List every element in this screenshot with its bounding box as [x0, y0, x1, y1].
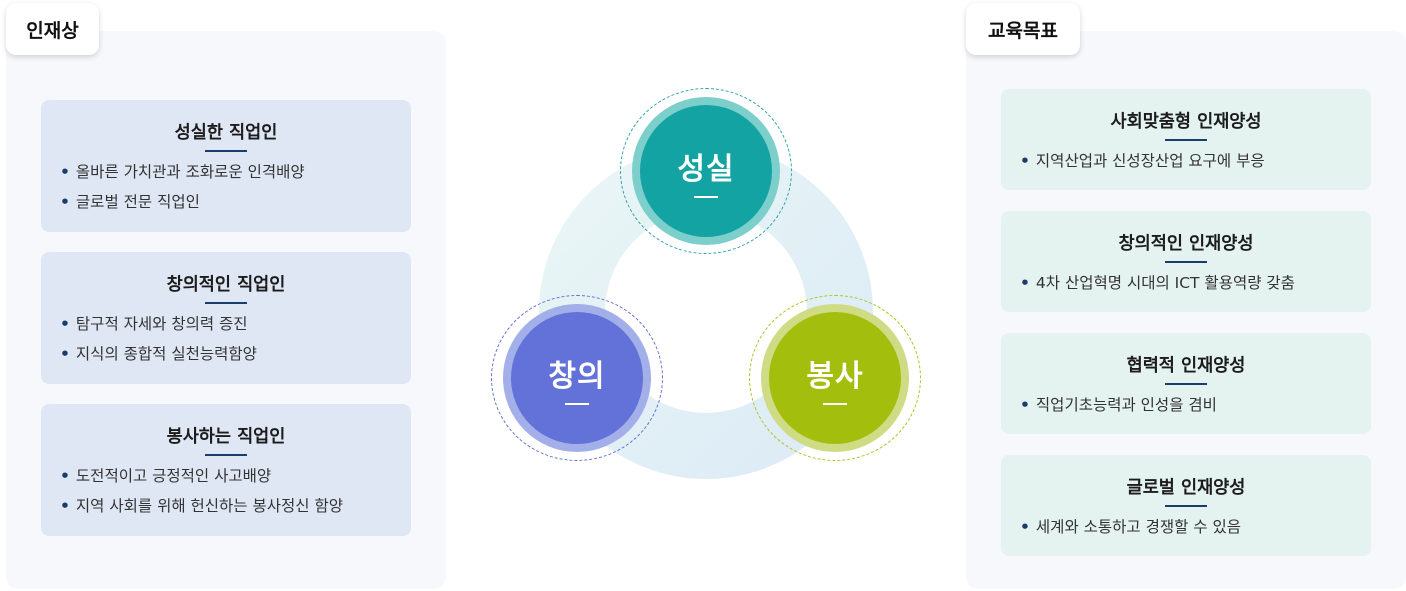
bullet-item: •올바른 가치관과 조화로운 인격배양 — [60, 163, 305, 181]
title-underline — [1165, 505, 1207, 507]
bullet-item: •도전적이고 긍정적인 사고배양 — [60, 467, 272, 485]
goal-card-creative: 창의적인 인재양성 •4차 산업혁명 시대의 ICT 활용역량 갖춤 — [1001, 211, 1371, 312]
card-title: 사회맞춤형 인재양성 — [1110, 112, 1262, 132]
card-title: 봉사하는 직업인 — [166, 427, 286, 447]
node-label: 성실 — [677, 152, 735, 187]
dashed-outline — [620, 88, 792, 254]
title-underline — [1165, 383, 1207, 385]
title-underline — [205, 150, 247, 152]
bullet-item: •세계와 소통하고 경쟁할 수 있음 — [1020, 518, 1242, 536]
node-label: 봉사 — [806, 359, 864, 394]
value-node-creativity[interactable]: 창의 — [491, 295, 663, 461]
card-title: 성실한 직업인 — [174, 123, 278, 143]
dashed-outline — [749, 295, 921, 461]
bullet-item: •지식의 종합적 실천능력함양 — [60, 345, 257, 363]
talent-card-service: 봉사하는 직업인 •도전적이고 긍정적인 사고배양 •지역 사회를 위해 헌신하… — [41, 404, 411, 536]
goal-card-global: 글로벌 인재양성 •세계와 소통하고 경쟁할 수 있음 — [1001, 455, 1371, 556]
node-label: 창의 — [548, 359, 606, 394]
education-goal-tab[interactable]: 교육목표 — [966, 3, 1080, 55]
talent-card-creative: 창의적인 직업인 •탐구적 자세와 창의력 증진 •지식의 종합적 실천능력함양 — [41, 252, 411, 384]
node-core: 창의 — [511, 312, 643, 444]
value-node-sincerity[interactable]: 성실 — [620, 88, 792, 254]
dashed-outline — [491, 295, 663, 461]
card-title: 협력적 인재양성 — [1126, 356, 1246, 376]
card-title: 창의적인 인재양성 — [1118, 234, 1254, 254]
value-node-service[interactable]: 봉사 — [749, 295, 921, 461]
title-underline — [1165, 261, 1207, 263]
node-underline — [565, 403, 589, 405]
node-underline — [694, 196, 718, 198]
goal-card-cooperative: 협력적 인재양성 •직업기초능력과 인성을 겸비 — [1001, 333, 1371, 434]
goal-card-custom: 사회맞춤형 인재양성 •지역산업과 신성장산업 요구에 부응 — [1001, 89, 1371, 190]
card-title: 창의적인 직업인 — [166, 275, 286, 295]
bullet-item: •지역산업과 신성장산업 요구에 부응 — [1020, 152, 1265, 170]
bullet-item: •글로벌 전문 직업인 — [60, 193, 200, 211]
bullet-item: •4차 산업혁명 시대의 ICT 활용역량 갖춤 — [1020, 274, 1295, 292]
node-underline — [823, 403, 847, 405]
node-core: 성실 — [640, 105, 772, 237]
node-core: 봉사 — [769, 312, 901, 444]
card-title: 글로벌 인재양성 — [1126, 478, 1246, 498]
title-underline — [205, 302, 247, 304]
bullet-item: •탐구적 자세와 창의력 증진 — [60, 315, 248, 333]
title-underline — [205, 454, 247, 456]
bullet-item: •지역 사회를 위해 헌신하는 봉사정신 함양 — [60, 497, 343, 515]
title-underline — [1165, 139, 1207, 141]
bullet-item: •직업기초능력과 인성을 겸비 — [1020, 396, 1217, 414]
talent-tab[interactable]: 인재상 — [6, 3, 99, 55]
talent-card-sincere: 성실한 직업인 •올바른 가치관과 조화로운 인격배양 •글로벌 전문 직업인 — [41, 100, 411, 232]
